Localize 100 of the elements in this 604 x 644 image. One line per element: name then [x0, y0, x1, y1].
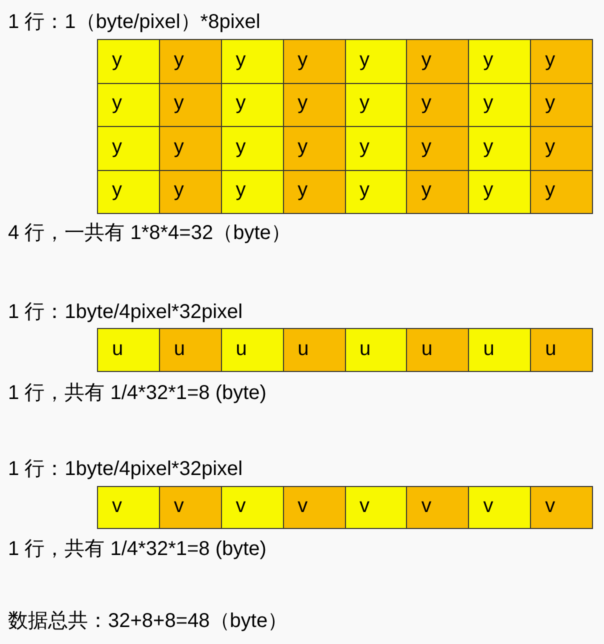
grid-cell: [282, 39, 346, 84]
grid-cell: [282, 328, 346, 372]
cell-value: y: [298, 134, 308, 159]
grid-cell: [344, 82, 408, 127]
grid-cell: [97, 82, 160, 127]
cell-value: y: [236, 48, 246, 72]
text-line: 1 行：1byte/4pixel*32pixel: [8, 457, 243, 482]
grid-cell: [344, 328, 408, 372]
cell-value: u: [112, 336, 124, 360]
cell-value: y: [360, 178, 370, 202]
cell-value: y: [483, 134, 494, 159]
grid-cell: [97, 126, 160, 170]
cell-value: y: [360, 134, 370, 159]
cell-value: v: [360, 494, 370, 518]
cell-value: u: [360, 336, 371, 360]
text-line: 1 行：1byte/4pixel*32pixel: [8, 300, 243, 325]
cell-value: u: [174, 336, 185, 360]
cell-value: y: [483, 178, 494, 202]
cell-value: y: [483, 48, 494, 72]
grid-cell: [282, 486, 346, 529]
grid-cell: [158, 170, 222, 214]
grid-cell: [282, 82, 346, 127]
cell-value: y: [545, 178, 556, 202]
grid-cell: [220, 170, 284, 214]
cell-value: v: [545, 494, 556, 518]
cell-value: y: [360, 48, 370, 72]
cell-value: y: [236, 91, 246, 116]
grid-cell: [220, 126, 284, 170]
cell-value: y: [298, 178, 308, 202]
grid-cell: [406, 486, 470, 529]
grid-cell: [344, 126, 408, 170]
cell-value: v: [236, 494, 246, 518]
cell-value: y: [174, 134, 184, 159]
cell-value: v: [174, 494, 184, 518]
text-line: 4 行，一共有 1*8*4=32（byte）: [8, 221, 291, 246]
grid-cell: [97, 170, 160, 214]
grid-cell: [406, 328, 470, 372]
cell-value: y: [421, 48, 432, 72]
cell-value: y: [421, 91, 432, 116]
text-line: 1 行，共有 1/4*32*1=8 (byte): [8, 537, 266, 562]
cell-value: u: [545, 336, 556, 360]
grid-cell: [158, 328, 222, 372]
cell-value: y: [112, 134, 122, 159]
cell-value: v: [421, 494, 432, 518]
cell-value: y: [545, 134, 556, 159]
grid-cell: [530, 82, 593, 127]
grid-cell: [97, 486, 160, 529]
cell-value: u: [483, 336, 494, 360]
grid-cell: [220, 39, 284, 84]
grid-cell: [282, 126, 346, 170]
grid-cell: [406, 126, 470, 170]
cell-value: v: [112, 494, 122, 518]
grid-cell: [468, 39, 532, 84]
cell-value: y: [174, 178, 184, 202]
grid-cell: [220, 82, 284, 127]
cell-value: u: [421, 336, 432, 360]
grid-cell: [468, 486, 532, 529]
cell-value: y: [112, 178, 122, 202]
grid-cell: [344, 170, 408, 214]
grid-cell: [158, 126, 222, 170]
grid-cell: [530, 39, 593, 84]
cell-value: u: [236, 336, 247, 360]
cell-value: y: [360, 91, 370, 116]
grid-cell: [282, 170, 346, 214]
cell-value: y: [545, 91, 556, 116]
cell-value: u: [298, 336, 309, 360]
cell-value: y: [112, 91, 122, 116]
cell-value: y: [483, 91, 494, 116]
cell-value: y: [421, 178, 432, 202]
grid-cell: [406, 39, 470, 84]
cell-value: y: [545, 48, 556, 72]
grid-cell: [158, 39, 222, 84]
text-line: 1 行：1（byte/pixel）*8pixel: [8, 10, 260, 35]
cell-value: y: [298, 91, 308, 116]
grid-cell: [344, 39, 408, 84]
cell-value: v: [298, 494, 308, 518]
grid-cell: [468, 82, 532, 127]
grid-cell: [158, 82, 222, 127]
cell-value: y: [174, 91, 184, 116]
grid-cell: [406, 82, 470, 127]
grid-cell: [97, 328, 160, 372]
cell-value: y: [236, 134, 246, 159]
grid-cell: [468, 126, 532, 170]
cell-value: v: [483, 494, 494, 518]
grid-cell: [158, 486, 222, 529]
grid-cell: [220, 328, 284, 372]
text-line: 数据总共：32+8+8=48（byte）: [8, 609, 288, 634]
cell-value: y: [236, 178, 246, 202]
cell-value: y: [421, 134, 432, 159]
grid-cell: [344, 486, 408, 529]
grid-cell: [220, 486, 284, 529]
grid-cell: [97, 39, 160, 84]
text-line: 1 行，共有 1/4*32*1=8 (byte): [8, 381, 266, 406]
grid-cell: [530, 486, 593, 529]
cell-value: y: [298, 48, 308, 72]
grid-cell: [468, 328, 532, 372]
grid-cell: [406, 170, 470, 214]
grid-cell: [468, 170, 532, 214]
cell-value: y: [112, 48, 122, 72]
cell-value: y: [174, 48, 184, 72]
